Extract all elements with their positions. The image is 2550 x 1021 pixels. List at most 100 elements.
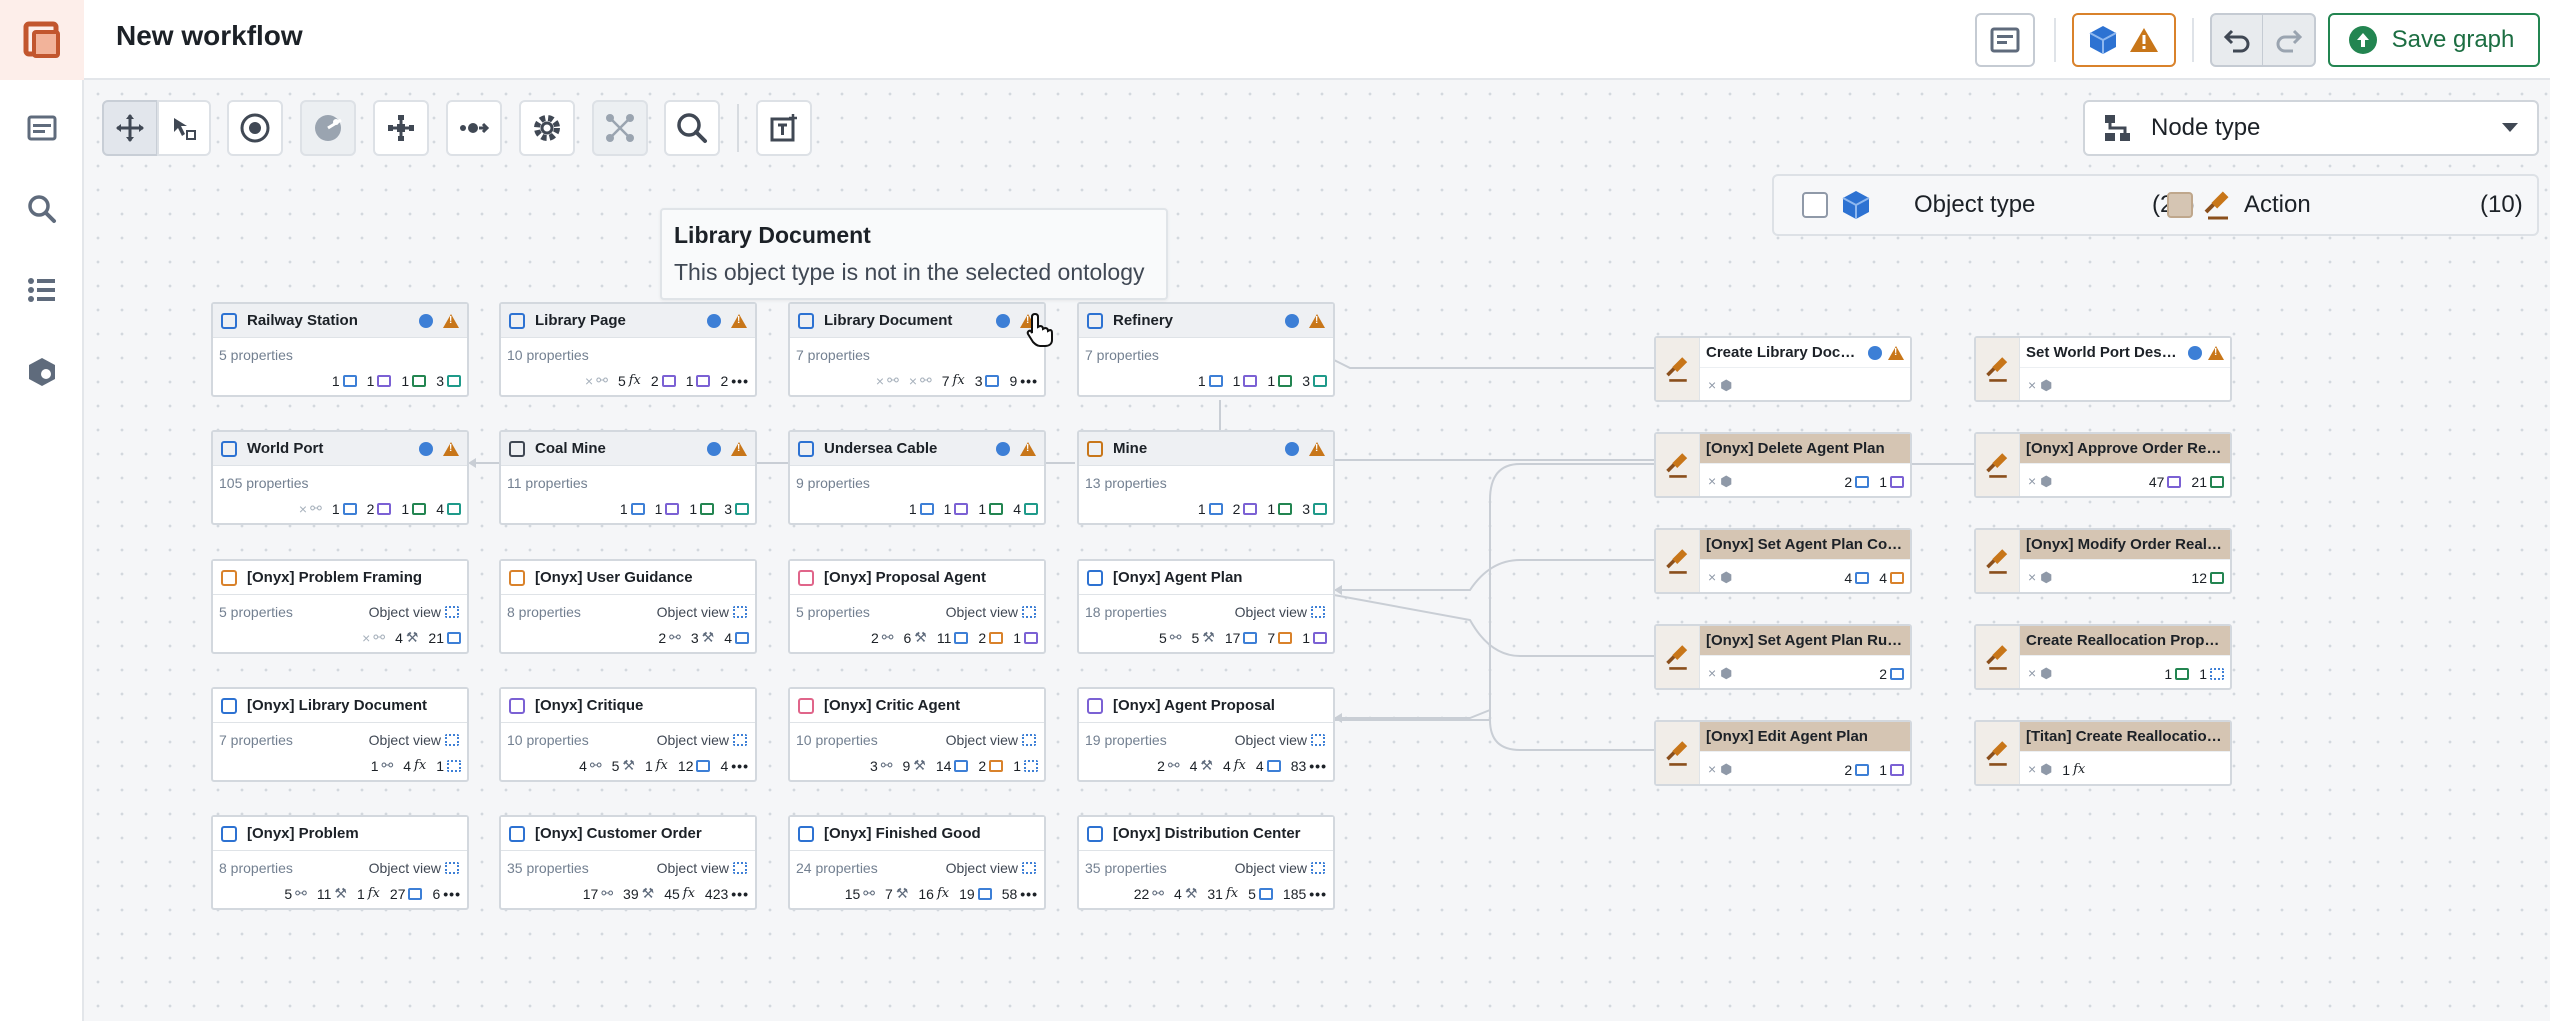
stat-empty: ×⚯	[362, 629, 386, 646]
save-graph-button[interactable]: Save graph	[2328, 13, 2540, 67]
action-title: [Onyx] Approve Order Realloc...	[2026, 440, 2224, 457]
node-property-count: 10 properties	[796, 732, 878, 748]
node-property-count: 7 properties	[219, 732, 293, 748]
logo-icon[interactable]	[0, 0, 84, 80]
action-checkbox[interactable]	[2167, 192, 2193, 218]
node-type-dropdown[interactable]: Node type	[2083, 100, 2539, 156]
object-view-link[interactable]: Object view	[946, 732, 1036, 748]
ontology-warning-button[interactable]	[2072, 13, 2176, 67]
add-text-icon	[770, 114, 797, 142]
warning-icon[interactable]	[443, 313, 459, 328]
stat-objects: 21	[2191, 474, 2224, 490]
list-icon[interactable]	[20, 268, 64, 312]
warning-icon[interactable]	[2208, 345, 2224, 360]
object-view-link[interactable]: Object view	[1235, 732, 1325, 748]
object-view-link[interactable]: Object view	[946, 860, 1036, 876]
select-tool-button[interactable]	[157, 100, 211, 156]
undo-button[interactable]	[2212, 15, 2264, 65]
object-view-label: Object view	[368, 860, 441, 876]
warning-icon[interactable]	[1888, 345, 1904, 360]
object-view-link[interactable]: Object view	[369, 732, 459, 748]
warning-icon[interactable]	[443, 441, 459, 456]
action-node[interactable]: [Onyx] Set Agent Plan Runs Re...× ⬢2	[1654, 624, 1912, 690]
object-view-link[interactable]: Object view	[369, 604, 459, 620]
radar-tool-button[interactable]	[300, 100, 356, 156]
object-view-link[interactable]: Object view	[657, 860, 747, 876]
object-view-icon	[445, 734, 459, 746]
object-view-icon	[1311, 606, 1325, 618]
ontology-icon[interactable]	[20, 350, 64, 394]
object-icon	[989, 631, 1004, 644]
node-header: World Port	[213, 432, 467, 466]
object-view-link[interactable]: Object view	[946, 604, 1036, 620]
redo-button[interactable]	[2263, 15, 2314, 65]
zoom-tool-button[interactable]	[664, 100, 720, 156]
warning-icon[interactable]	[1020, 441, 1036, 456]
object-type-icon	[509, 440, 525, 457]
header-divider	[2054, 18, 2056, 62]
warning-icon[interactable]	[731, 441, 747, 456]
workflow-icon[interactable]	[20, 106, 64, 150]
more-icon: •••	[1020, 885, 1038, 902]
action-node[interactable]: Create Library Docume...× ⬢	[1654, 336, 1912, 402]
warning-icon[interactable]	[1309, 313, 1325, 328]
path-tool-button[interactable]	[446, 100, 502, 156]
object-ref-icon: × ⬢	[2028, 761, 2053, 777]
object-view-link[interactable]: Object view	[369, 860, 459, 876]
add-text-tool-button[interactable]	[756, 100, 812, 156]
object-view-link[interactable]: Object view	[657, 732, 747, 748]
object-type-checkbox[interactable]	[1802, 192, 1828, 218]
object-view-icon	[1022, 734, 1036, 746]
action-header: [Onyx] Set Agent Plan Comple...	[1700, 530, 1910, 560]
settings-tool-button[interactable]	[519, 100, 575, 156]
node-title: [Onyx] Customer Order	[535, 825, 702, 842]
action-title: [Onyx] Edit Agent Plan	[1706, 728, 1868, 745]
move-tool-button[interactable]	[102, 100, 158, 156]
target-tool-button[interactable]	[227, 100, 283, 156]
action-title: Create Reallocation Proposal	[2026, 632, 2224, 649]
action-node[interactable]: Set World Port Descript...× ⬢	[1974, 336, 2232, 402]
action-header: [Onyx] Modify Order Reallocat...	[2020, 530, 2230, 560]
object-view-link[interactable]: Object view	[657, 604, 747, 620]
link-icon: ⚯	[310, 500, 322, 516]
object-view-link[interactable]: Object view	[1235, 604, 1325, 620]
object-view-link[interactable]: Object view	[1235, 860, 1325, 876]
cluster-tool-button[interactable]	[592, 100, 648, 156]
layout-tool-button[interactable]	[373, 100, 429, 156]
search-icon[interactable]	[20, 187, 64, 231]
warning-icon[interactable]	[1309, 441, 1325, 456]
layout-panel-button[interactable]	[1975, 13, 2035, 67]
action-node[interactable]: [Onyx] Set Agent Plan Comple...× ⬢44	[1654, 528, 1912, 594]
warning-icon[interactable]	[731, 313, 747, 328]
action-node[interactable]: [Titan] Create Reallocation Pr...× ⬢1fx	[1974, 720, 2232, 786]
action-node[interactable]: [Onyx] Modify Order Reallocat...× ⬢12	[1974, 528, 2232, 594]
stat-objects: 12	[678, 758, 711, 774]
object-icon	[954, 503, 969, 515]
